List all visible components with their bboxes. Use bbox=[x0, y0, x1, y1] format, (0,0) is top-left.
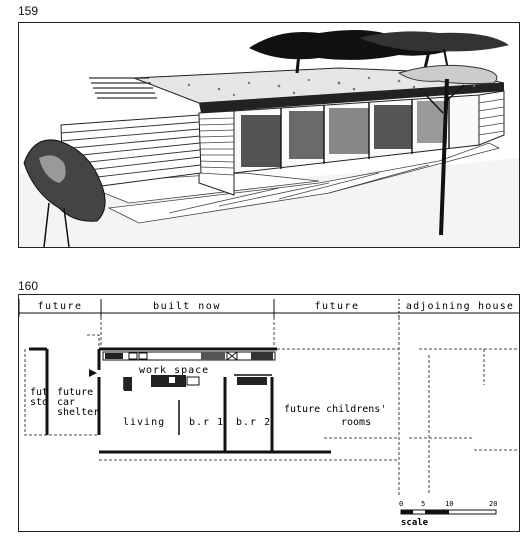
house-sketch-frame bbox=[18, 22, 520, 248]
label-living: living bbox=[123, 417, 165, 428]
scale-label: scale bbox=[401, 518, 429, 528]
zone-label-built-now: built now bbox=[153, 301, 221, 312]
zone-label-adjoining-house: adjoining house bbox=[406, 301, 514, 312]
entry-arrow-icon bbox=[89, 369, 97, 377]
zone-label-future-right: future bbox=[314, 301, 359, 312]
figure-number-159: 159 bbox=[18, 4, 39, 18]
scale-tick-5: 5 bbox=[421, 500, 425, 508]
label-sto: sto bbox=[30, 397, 48, 408]
label-future-childrens: future childrens' bbox=[284, 404, 386, 415]
label-br2: b.r 2 bbox=[236, 417, 271, 428]
scale-tick-10: 10 bbox=[445, 500, 453, 508]
foreground-tree bbox=[397, 64, 498, 236]
room-labels: work space living b.r 1 b.r 2 fut sto fu… bbox=[30, 365, 386, 428]
label-fut: fut bbox=[30, 387, 48, 398]
floor-plan-frame: future built now future adjoining house bbox=[18, 294, 520, 532]
label-rooms: rooms bbox=[341, 417, 371, 428]
label-future-car-shelter-2: car bbox=[57, 397, 75, 408]
shrub bbox=[23, 139, 106, 247]
glass-wall bbox=[233, 94, 480, 174]
built-walls bbox=[29, 347, 331, 454]
scale-bar: 0 5 10 20 scale bbox=[399, 500, 497, 528]
kitchen-counter bbox=[102, 351, 276, 361]
scale-tick-20: 20 bbox=[489, 500, 497, 508]
tree-canopy bbox=[249, 29, 509, 76]
label-future-car-shelter-3: shelter bbox=[57, 407, 99, 418]
floor-plan: future built now future adjoining house bbox=[19, 299, 519, 528]
figure-number-160: 160 bbox=[18, 279, 39, 293]
carport-beams bbox=[89, 77, 157, 99]
scale-tick-0: 0 bbox=[399, 500, 403, 508]
label-future-car-shelter-1: future bbox=[57, 387, 93, 398]
zone-guides bbox=[24, 317, 519, 495]
house-perspective-sketch bbox=[19, 29, 519, 247]
work-table bbox=[124, 375, 267, 391]
label-br1: b.r 1 bbox=[189, 417, 224, 428]
zone-label-future-left: future bbox=[37, 301, 82, 312]
label-work-space: work space bbox=[139, 365, 209, 376]
house-wall bbox=[198, 110, 235, 196]
zone-header: future built now future adjoining house bbox=[19, 299, 519, 317]
